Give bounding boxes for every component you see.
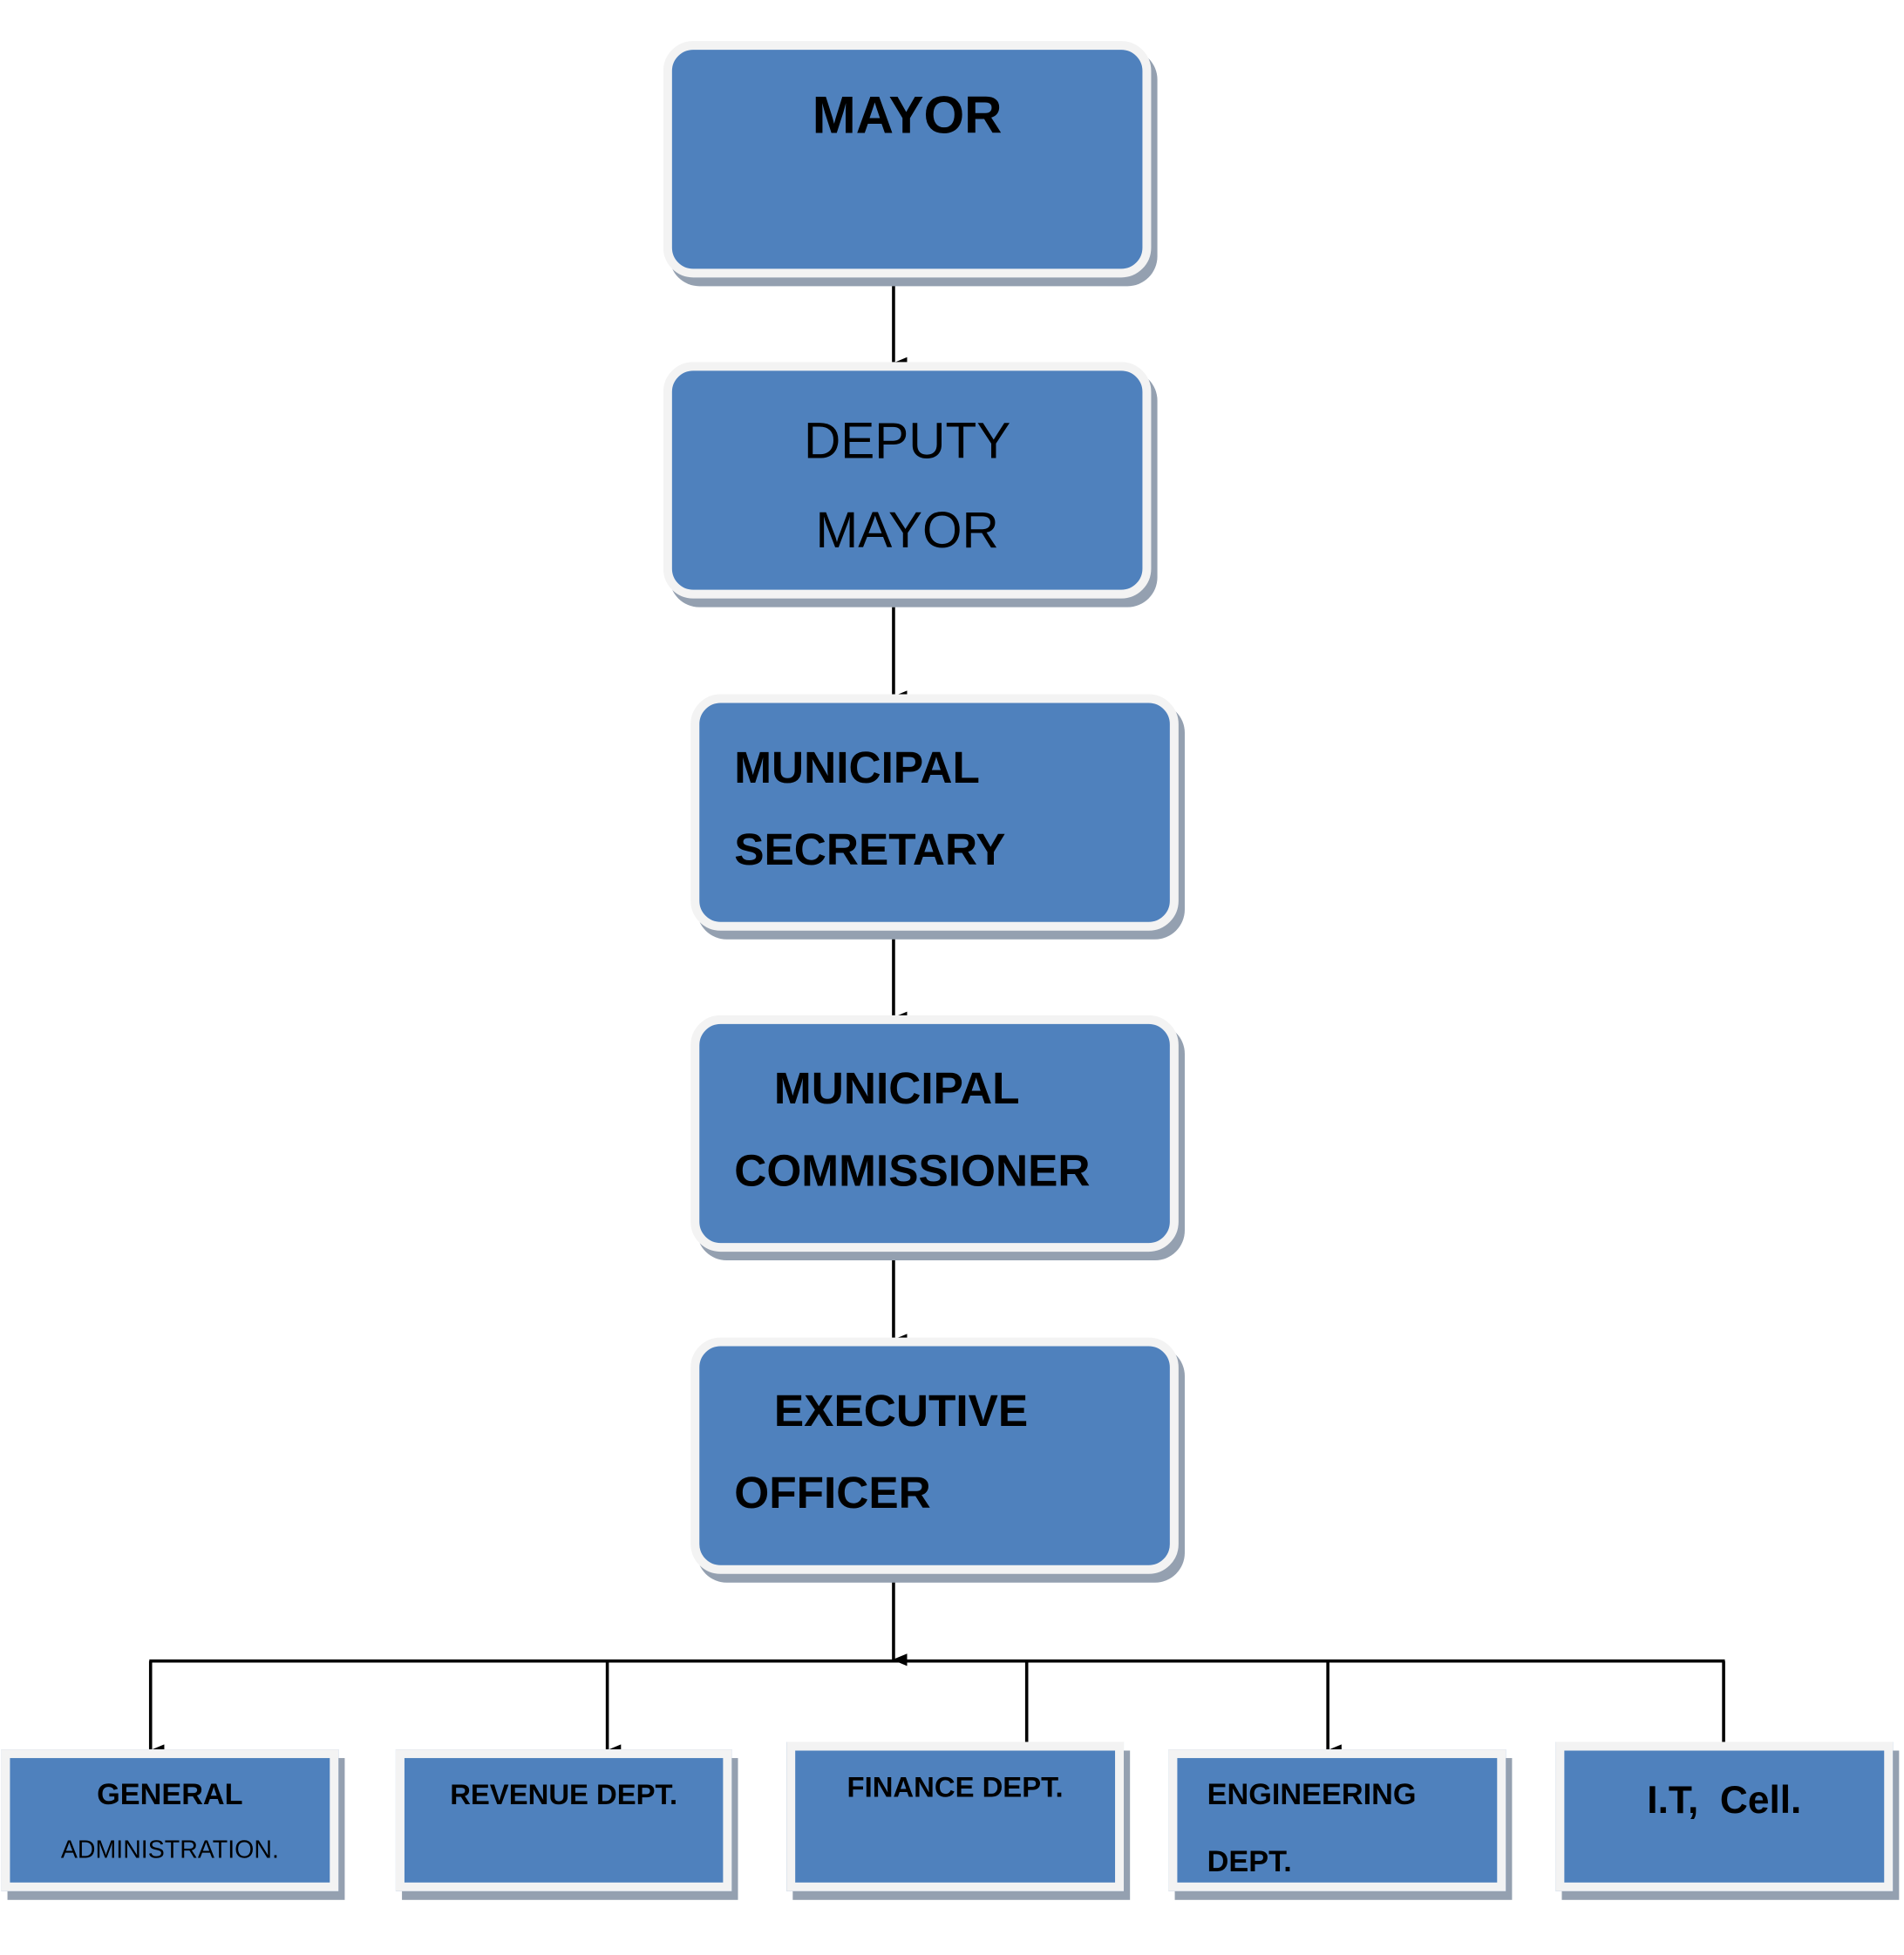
- deputy-label-2: MAYOR: [815, 501, 999, 559]
- node-mayor: MAYOR: [663, 41, 1152, 278]
- revenue-label: REVENUE DEPT.: [450, 1777, 678, 1811]
- secretary-label-1: MUNICIPAL: [734, 741, 980, 793]
- mayor-label: MAYOR: [812, 85, 1003, 145]
- node-it-cell: I.T, Cell.: [1555, 1741, 1894, 1891]
- node-engineering-dept: ENGINEERING DEPT.: [1168, 1749, 1506, 1891]
- node-municipal-commissioner: MUNICIPAL COMMISSIONER: [690, 1015, 1179, 1252]
- node-general-administration: GENERAL ADMINISTRATION.: [1, 1749, 339, 1891]
- node-deputy-mayor: DEPUTY MAYOR: [663, 362, 1152, 599]
- node-finance-dept: FINANCE DEPT.: [786, 1741, 1125, 1891]
- executive-label-2: OFFICER: [734, 1467, 931, 1518]
- engineering-label-2: DEPT.: [1207, 1844, 1292, 1879]
- commissioner-label-1: MUNICIPAL: [773, 1062, 1020, 1114]
- node-executive-officer: EXECUTIVE OFFICER: [690, 1337, 1179, 1574]
- it-cell-label: I.T, Cell.: [1647, 1777, 1802, 1822]
- secretary-label-2: SECRETARY: [734, 824, 1006, 875]
- node-municipal-secretary: MUNICIPAL SECRETARY: [690, 694, 1179, 931]
- general-label-2: ADMINISTRATION.: [60, 1836, 279, 1864]
- finance-label: FINANCE DEPT.: [847, 1770, 1064, 1803]
- deputy-label-1: DEPUTY: [803, 411, 1011, 470]
- general-label-1: GENERAL: [97, 1777, 243, 1812]
- executive-label-1: EXECUTIVE: [773, 1384, 1029, 1436]
- commissioner-label-2: COMMISSIONER: [734, 1144, 1091, 1196]
- node-revenue-dept: REVENUE DEPT.: [395, 1749, 732, 1891]
- engineering-label-1: ENGINEERING: [1207, 1777, 1417, 1812]
